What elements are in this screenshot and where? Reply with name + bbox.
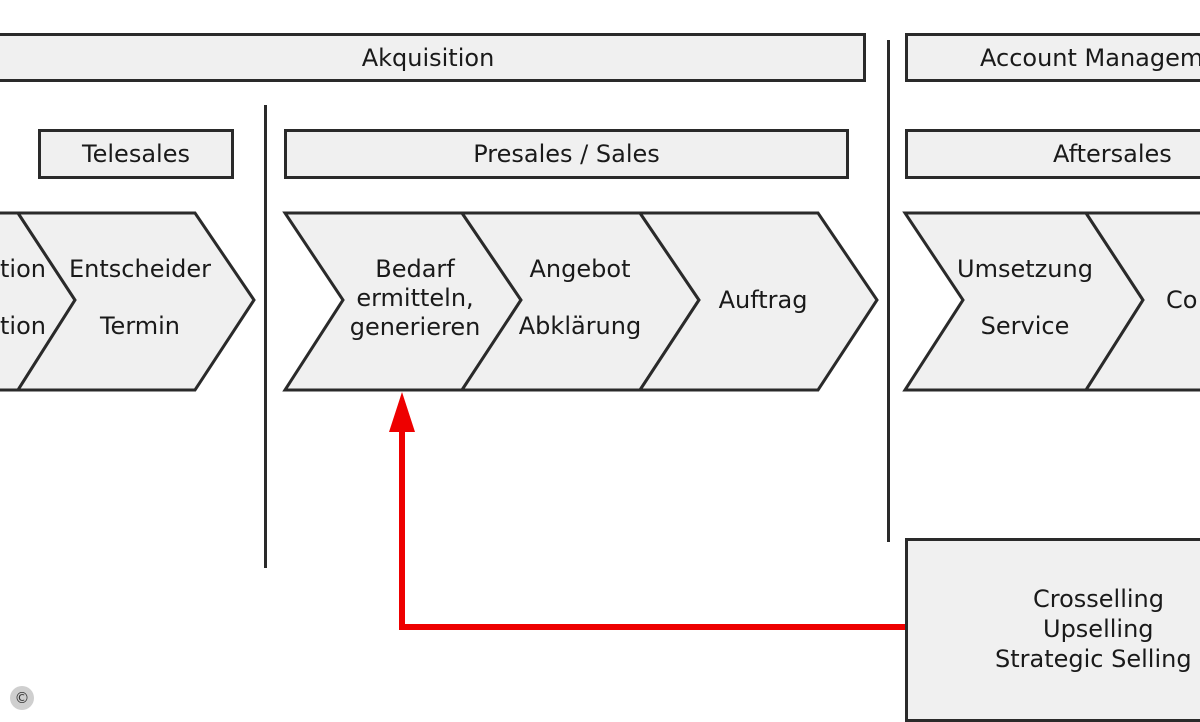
chevron-bedarf-line3: generieren (349, 313, 481, 341)
divider-left (264, 105, 267, 568)
phase-telesales: Telesales (38, 129, 234, 179)
phase-presales-sales-label: Presales / Sales (473, 140, 660, 168)
chevron-angebot-line1: Angebot (529, 255, 631, 283)
chevron-umsetzung-text: Umsetzung Service (940, 255, 1110, 341)
crossselling-line2: Upselling (1043, 615, 1154, 643)
chevron-bedarf-text: Bedarf ermitteln, generieren (330, 255, 500, 342)
chevron-left-partial-line1: tion (0, 255, 46, 283)
feedback-arrow-head (389, 392, 415, 432)
chevron-umsetzung-line2: Service (980, 312, 1070, 340)
chevron-auftrag-text: Auftrag (678, 286, 848, 315)
copyright-icon: © (10, 686, 34, 710)
chevron-entscheider-text: Entscheider Termin (50, 255, 230, 341)
phase-aftersales: Aftersales (905, 129, 1200, 179)
chevron-bedarf-line2: ermitteln, (356, 284, 474, 312)
phase-aftersales-label: Aftersales (1053, 140, 1172, 168)
chevron-right-partial-text: Co (1166, 286, 1200, 315)
chevron-bedarf-line1: Bedarf (375, 255, 455, 283)
crossselling-line1: Crosselling (1033, 585, 1165, 613)
chevron-entscheider-line2: Termin (99, 312, 181, 340)
divider-right (887, 40, 890, 542)
header-akquisition: Akquisition (0, 33, 866, 82)
chevron-left-partial-line2: tion (0, 312, 46, 340)
crossselling-text: Crosselling Upselling Strategic Selling (995, 584, 1200, 674)
chevron-auftrag-line1: Auftrag (718, 286, 808, 314)
phase-telesales-label: Telesales (82, 140, 190, 168)
chevron-right-partial (1083, 211, 1200, 392)
chevron-angebot-text: Angebot Abklärung (495, 255, 665, 341)
crossselling-line3: Strategic Selling (995, 645, 1192, 673)
header-account-management-label: Account Managem (980, 43, 1200, 72)
chevron-entscheider (15, 211, 256, 392)
header-akquisition-label: Akquisition (361, 43, 495, 72)
chevron-entscheider-line1: Entscheider (69, 255, 211, 283)
chevron-auftrag (637, 211, 879, 392)
chevron-right-partial-line1: Co (1166, 286, 1198, 314)
feedback-arrow-line (399, 430, 907, 630)
chevron-left-partial-text: tion tion (0, 255, 46, 341)
copyright-symbol: © (14, 689, 30, 707)
chevron-angebot-line2: Abklärung (518, 312, 642, 340)
crossselling-box (905, 538, 1200, 722)
header-account-management: Account Managem (905, 33, 1200, 82)
chevron-umsetzung-line1: Umsetzung (957, 255, 1093, 283)
phase-presales-sales: Presales / Sales (284, 129, 849, 179)
